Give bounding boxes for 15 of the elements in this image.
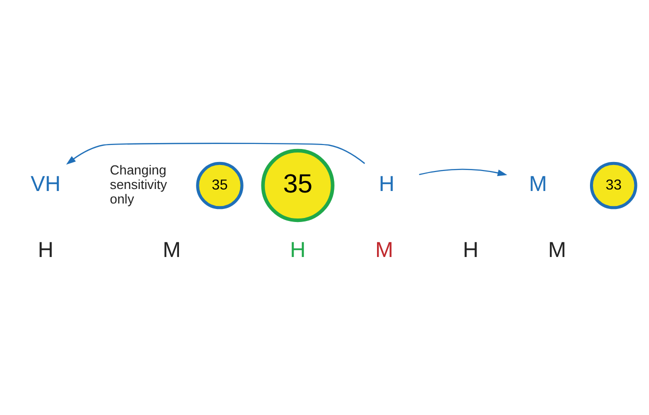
node-text: VH <box>30 170 61 196</box>
label: H <box>462 236 479 262</box>
label: M <box>375 236 394 262</box>
label: M <box>162 236 181 262</box>
arrow <box>66 142 366 164</box>
label: H <box>290 236 306 262</box>
node-circle: 33 <box>590 161 638 209</box>
label: M <box>548 236 566 262</box>
label: Changing sensitivity only <box>110 162 168 206</box>
node-text: H <box>378 170 394 196</box>
arrow <box>419 168 508 176</box>
node-text: M <box>528 170 547 196</box>
node-circle: 35 <box>196 161 244 209</box>
label: H <box>38 236 54 262</box>
node-circle: 35 <box>261 148 334 222</box>
